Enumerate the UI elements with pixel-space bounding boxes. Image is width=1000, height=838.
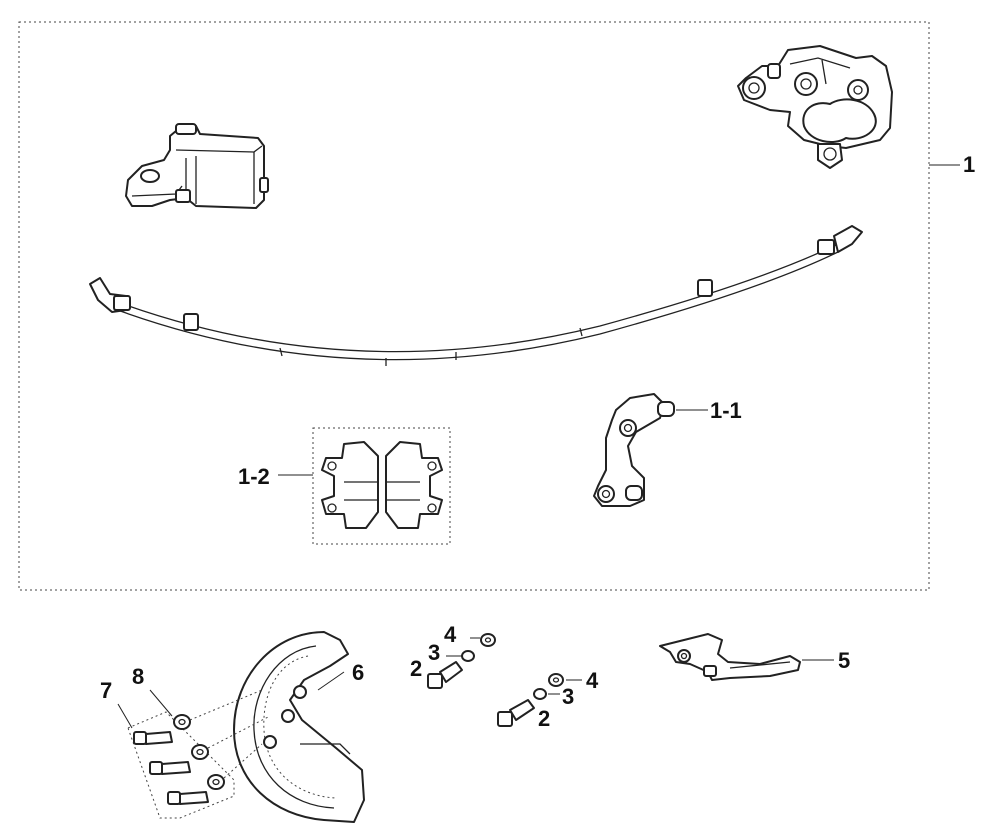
callout-lock-washer-lower: 3 (562, 684, 574, 709)
callout-lock-washer-upper: 3 (428, 640, 440, 665)
bolt-set-upper (427, 633, 496, 689)
callout-guard-screws: 7 (100, 678, 112, 703)
disc-guard (233, 631, 365, 823)
callout-disc-guard: 6 (352, 660, 364, 685)
callout-pads: 1-2 (238, 464, 270, 489)
brake-caliper (737, 45, 893, 169)
brake-pads (312, 427, 451, 545)
callout-flat-washer-lower: 4 (586, 668, 599, 693)
caliper-bracket (593, 393, 675, 507)
bolt-set-lower (497, 673, 564, 727)
kit-boundary (18, 21, 930, 591)
callout-lever: 5 (838, 648, 850, 673)
callout-bolt-lower: 2 (538, 706, 550, 731)
callout-bolt-upper: 2 (410, 656, 422, 681)
brake-lever (659, 633, 801, 681)
callout-bracket: 1-1 (710, 398, 742, 423)
callout-guard-washers: 8 (132, 664, 144, 689)
master-cylinder (125, 123, 269, 209)
callout-flat-washer-upper: 4 (444, 622, 457, 647)
callout-kit: 1 (963, 152, 975, 177)
brake-hose (89, 225, 863, 366)
guard-screw-set (127, 689, 271, 819)
